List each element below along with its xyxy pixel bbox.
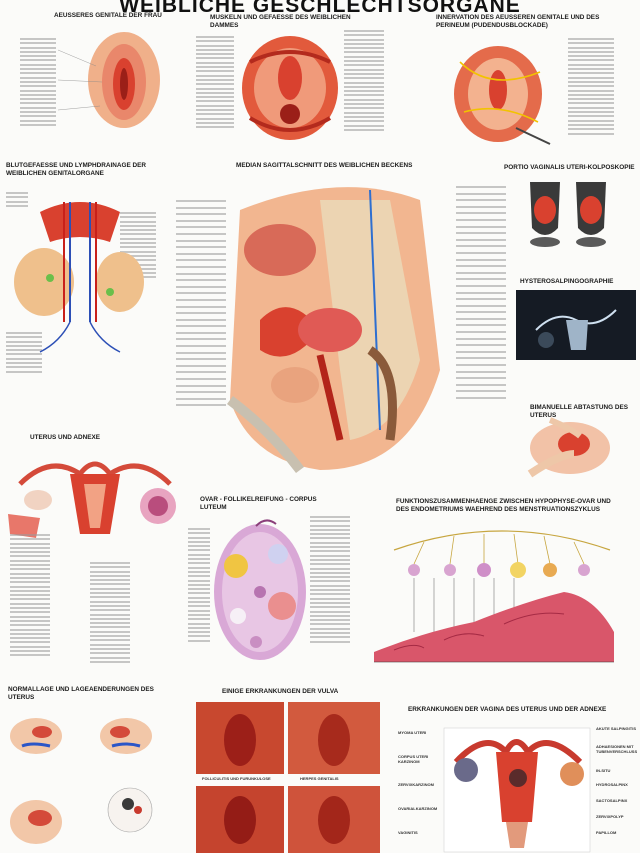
label-column (6, 332, 42, 373)
label-column (10, 534, 50, 657)
panel-menstrual-cycle (364, 522, 640, 682)
panel-portio (510, 176, 640, 256)
disease-label: CORPUS UTERI KARZINOM (398, 754, 429, 764)
caption-herpes: HERPES GENITALIS (300, 776, 339, 781)
section-title-portio: PORTIO VAGINALIS UTERI-KOLPOSKOPIE (504, 164, 635, 171)
ovary-illustration (214, 519, 306, 660)
perineum-muscles-illustration (242, 36, 338, 140)
poster-title: WEIBLICHE GESCHLECHTSORGANE (119, 0, 521, 17)
disease-label: ADHAESIONEN MIT TUBENVERSCHLUSS (596, 744, 638, 754)
label-column (456, 186, 506, 399)
panel-uterus-position (0, 706, 180, 853)
panel-uterus (0, 444, 190, 674)
disease-label: ZERVIXPOLYP (596, 814, 624, 819)
section-title-vessels: BLUTGEFAESSE UND LYMPHDRAINAGE DER WEIBL… (6, 162, 147, 177)
section-title-uterus: UTERUS UND ADNEXE (30, 434, 101, 441)
median-section-illustration (226, 187, 440, 474)
disease-label: MYOMA UTERI (398, 730, 427, 735)
innervation-illustration (454, 46, 551, 145)
panel-ovar (186, 506, 366, 676)
label-column (6, 192, 28, 207)
section-title-external: AEUSSERES GENITALE DER FRAU (54, 12, 162, 19)
label-column (20, 38, 56, 126)
uterus-adnexa-illustration (8, 461, 176, 538)
disease-label: IN-SITU (596, 768, 611, 773)
uterus-position-illustrations (10, 718, 153, 844)
section-title-ovar: OVAR - FOLLIKELREIFUNG - CORPUS LUTEUM (200, 496, 317, 511)
section-title-vulva: EINIGE ERKRANKUNGEN DER VULVA (222, 688, 339, 695)
hysterosalpingography-xray (516, 290, 636, 360)
menstrual-cycle-diagram (374, 530, 614, 663)
panel-vessels (0, 182, 180, 422)
section-title-hsg: HYSTEROSALPINGOGRAPHIE (520, 278, 614, 285)
panel-perineum-muscles (190, 22, 420, 152)
section-title-vagina: ERKRANKUNGEN DER VAGINA DES UTERUS UND D… (408, 706, 607, 713)
panel-median-section (170, 170, 510, 490)
disease-label: PAPILLOM (596, 830, 617, 835)
disease-label: HYDROSALPINX (596, 782, 628, 787)
section-title-position: NORMALLAGE UND LAGEAENDERUNGEN DES UTERU… (8, 686, 154, 701)
section-title-muscles: MUSKELN UND GEFAESSE DES WEIBLICHEN DAMM… (210, 14, 351, 29)
disease-label: SACTOSALPINX (596, 798, 628, 803)
label-column (90, 562, 130, 663)
panel-hsg (516, 290, 636, 370)
panel-vagina-diseases: MYOMA UTERI CORPUS UTERI KARZINOM ZERVIX… (396, 722, 640, 853)
label-column (568, 38, 614, 135)
disease-label: ZERVIXKARZINOM (398, 782, 434, 787)
label-column (344, 30, 384, 131)
vessels-illustration (14, 202, 144, 353)
section-title-bimanual: BIMANUELLE ABTASTUNG DES UTERUS (530, 404, 628, 419)
vulva-diseases-photos (196, 702, 380, 853)
external-genitalia-illustration (57, 32, 160, 128)
colposcopy-illustration (530, 182, 606, 247)
uterus-diseases-illustration (443, 727, 591, 853)
section-title-innervation: INNERVATION DES AEUSSEREN GENITALE UND D… (436, 14, 600, 29)
panel-vulva-diseases: FOLLICULITIS UND FURUNKULOSE HERPES GENI… (188, 700, 388, 853)
disease-label: AKUTE SALPINGITIS (596, 726, 637, 731)
label-column (310, 516, 350, 643)
bimanual-illustration (527, 417, 610, 478)
panel-external-genitalia (0, 20, 200, 145)
panel-innervation (420, 32, 640, 152)
panel-bimanual (520, 414, 640, 484)
disease-label: VAGINITIS (398, 830, 418, 835)
section-title-function: FUNKTIONSZUSAMMENHAENGE ZWISCHEN HYPOPHY… (396, 498, 611, 513)
section-title-median: MEDIAN SAGITTALSCHNITT DES WEIBLICHEN BE… (236, 162, 413, 169)
label-column (188, 528, 210, 642)
label-column (176, 200, 226, 407)
caption-folliculitis: FOLLICULITIS UND FURUNKULOSE (202, 776, 271, 781)
disease-label: OVARIALKARZINOM (398, 806, 438, 811)
label-column (196, 36, 234, 129)
